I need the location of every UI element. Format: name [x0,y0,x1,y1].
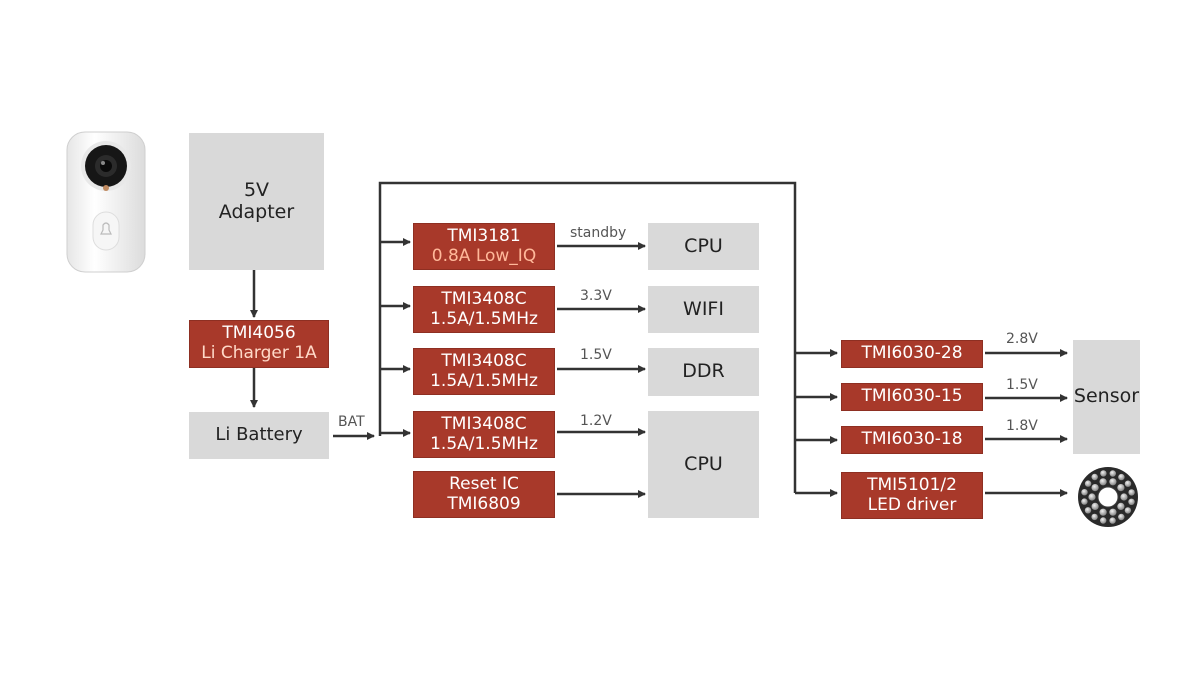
load-block-cpu: CPU [648,411,759,518]
adapter-line1: 5V [243,178,270,201]
reg1-line2: 0.8A Low_IQ [431,245,537,266]
ir-led-dot [1091,484,1099,492]
doorbell-camera-icon [66,131,146,273]
load-block-wifi: WIFI [648,286,759,333]
bat-label: BAT [338,414,365,430]
reg4-line2: 1.5A/1.5MHz [430,433,538,454]
led-driver-line1: TMI5101/2 [867,474,957,495]
reg2-line2: 1.5A/1.5MHz [430,308,538,329]
ir-led-dot [1128,489,1135,496]
ir-led-dot [1117,502,1125,510]
ldo-block-18: TMI6030-18 [841,426,983,454]
power-bus-line [378,181,797,493]
reg1-line1: TMI3181 [447,225,521,246]
load-block-ddr: DDR [648,348,759,396]
ir-led-dot [1081,498,1088,505]
regulator-block-3: TMI3408C 1.5A/1.5MHz [413,348,555,395]
charger-line1: TMI4056 [222,323,296,344]
regulator-block-2: TMI3408C 1.5A/1.5MHz [413,286,555,333]
charger-block: TMI4056 Li Charger 1A [189,320,329,368]
adapter-block: 5V Adapter [189,133,324,270]
rail-label-1: standby [570,225,627,241]
reset-ic-block: Reset IC TMI6809 [413,471,555,518]
ir-led-dot [1088,493,1096,501]
regulator-block-4: TMI3408C 1.5A/1.5MHz [413,411,555,458]
ldo28-label: TMI6030-28 [861,343,963,364]
charger-line2: Li Charger 1A [201,343,317,363]
rail-label-18: 1.8V [1006,418,1038,434]
ir-led-dot [1084,480,1092,487]
ir-led-dot [1091,513,1098,521]
reg3-line2: 1.5A/1.5MHz [430,370,538,391]
ir-led-dot [1109,478,1117,486]
sensor-label: Sensor [1073,385,1140,408]
battery-label: Li Battery [215,424,303,446]
ldo18-label: TMI6030-18 [861,429,963,450]
led-driver-block: TMI5101/2 LED driver [841,472,983,519]
load1-label: CPU [684,234,723,257]
ir-led-dot [1128,498,1135,505]
load2-label: WIFI [683,297,724,320]
battery-block: Li Battery [189,412,329,459]
ir-led-dot [1117,484,1125,492]
ir-led-dot [1084,507,1092,514]
ir-led-dot [1099,508,1107,516]
ir-led-dot [1081,489,1088,496]
load3-label: DDR [682,360,725,383]
reg4-line1: TMI3408C [441,413,527,434]
ir-led-dot [1124,480,1132,487]
ir-led-dot [1118,513,1125,521]
rail-label-28: 2.8V [1006,331,1038,347]
ir-led-dot [1120,493,1128,501]
reg2-line1: TMI3408C [441,288,527,309]
ir-led-dot [1109,517,1116,524]
rail-label-2: 3.3V [580,288,612,304]
load-block-cpu-standby: CPU [648,223,759,270]
rail-label-15: 1.5V [1006,377,1038,393]
ir-led-dot [1099,478,1107,486]
adapter-line2: Adapter [218,200,295,223]
led-driver-line2: LED driver [867,494,957,515]
ir-led-dot [1091,502,1099,510]
reset-line2: TMI6809 [447,493,521,514]
ldo-block-28: TMI6030-28 [841,340,983,368]
sensor-block: Sensor [1073,340,1140,454]
reg3-line1: TMI3408C [441,350,527,371]
ldo-block-15: TMI6030-15 [841,383,983,411]
ir-led-dot [1100,517,1107,524]
ir-led-dot [1091,473,1098,481]
load4-label: CPU [684,452,723,475]
regulator-block-1: TMI3181 0.8A Low_IQ [413,223,555,270]
ir-led-dot [1100,470,1107,477]
rail-label-3: 1.5V [580,347,612,363]
ir-led-dot [1109,470,1116,477]
ir-led-dot [1118,473,1125,481]
rail-label-4: 1.2V [580,413,612,429]
ldo15-label: TMI6030-15 [861,386,963,407]
reset-line1: Reset IC [449,473,519,494]
ir-led-ring-icon [1078,467,1138,527]
ir-led-dot [1109,508,1117,516]
ir-led-dot [1124,507,1132,514]
